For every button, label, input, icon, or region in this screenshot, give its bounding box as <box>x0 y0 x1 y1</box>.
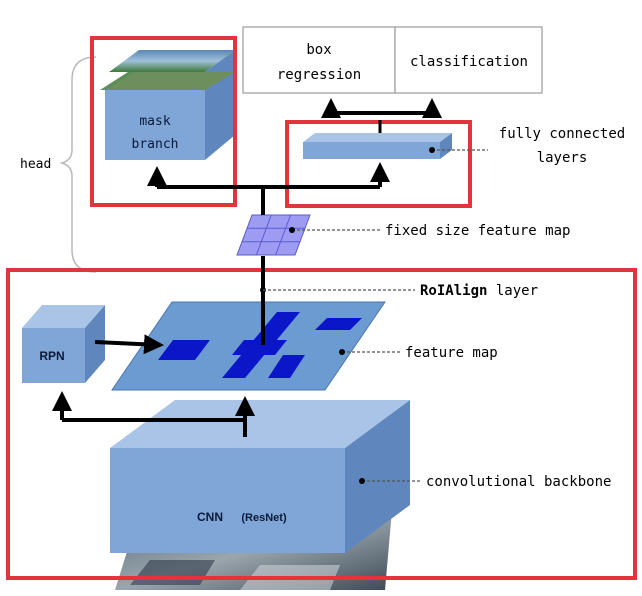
rpn-box <box>22 305 105 383</box>
backbone-arrows <box>52 290 265 437</box>
output-boxes <box>242 26 543 94</box>
leader-dots <box>289 147 435 484</box>
mask-branch-label-line2: branch <box>132 137 179 152</box>
rpn-label: RPN <box>39 349 64 363</box>
head-label: head <box>20 157 51 172</box>
mask-branch-label-line1: mask <box>139 114 170 129</box>
box-regression-label-line1: box <box>306 42 331 58</box>
fully-connected-layer <box>303 133 452 159</box>
roialign-label-bold: RoIAlign <box>420 283 487 299</box>
fully-connected-label-line2: layers <box>537 150 588 166</box>
cnn-box <box>110 400 410 553</box>
backbone-highlight-box <box>6 268 637 580</box>
resnet-label: (ResNet) <box>241 512 287 524</box>
head-arrows <box>147 98 442 288</box>
head-brace <box>59 56 97 273</box>
fixed-size-feature-map-label: fixed size feature map <box>385 223 570 239</box>
classification-label: classification <box>410 54 528 70</box>
box-regression-label-line2: regression <box>277 67 361 83</box>
fully-connected-label-line1: fully connected <box>499 126 625 142</box>
roialign-label-rest: layer <box>496 283 538 299</box>
feature-map-label: feature map <box>405 345 498 361</box>
fixed-size-feature-map-grid <box>236 214 311 256</box>
mask-branch-box <box>100 50 235 160</box>
mask-branch-highlight <box>90 36 237 207</box>
roialign-label: RoIAlign layer <box>420 283 538 299</box>
leader-lines <box>263 149 488 482</box>
cnn-label: CNN <box>197 510 223 524</box>
convolutional-backbone-label: convolutional backbone <box>426 474 611 490</box>
